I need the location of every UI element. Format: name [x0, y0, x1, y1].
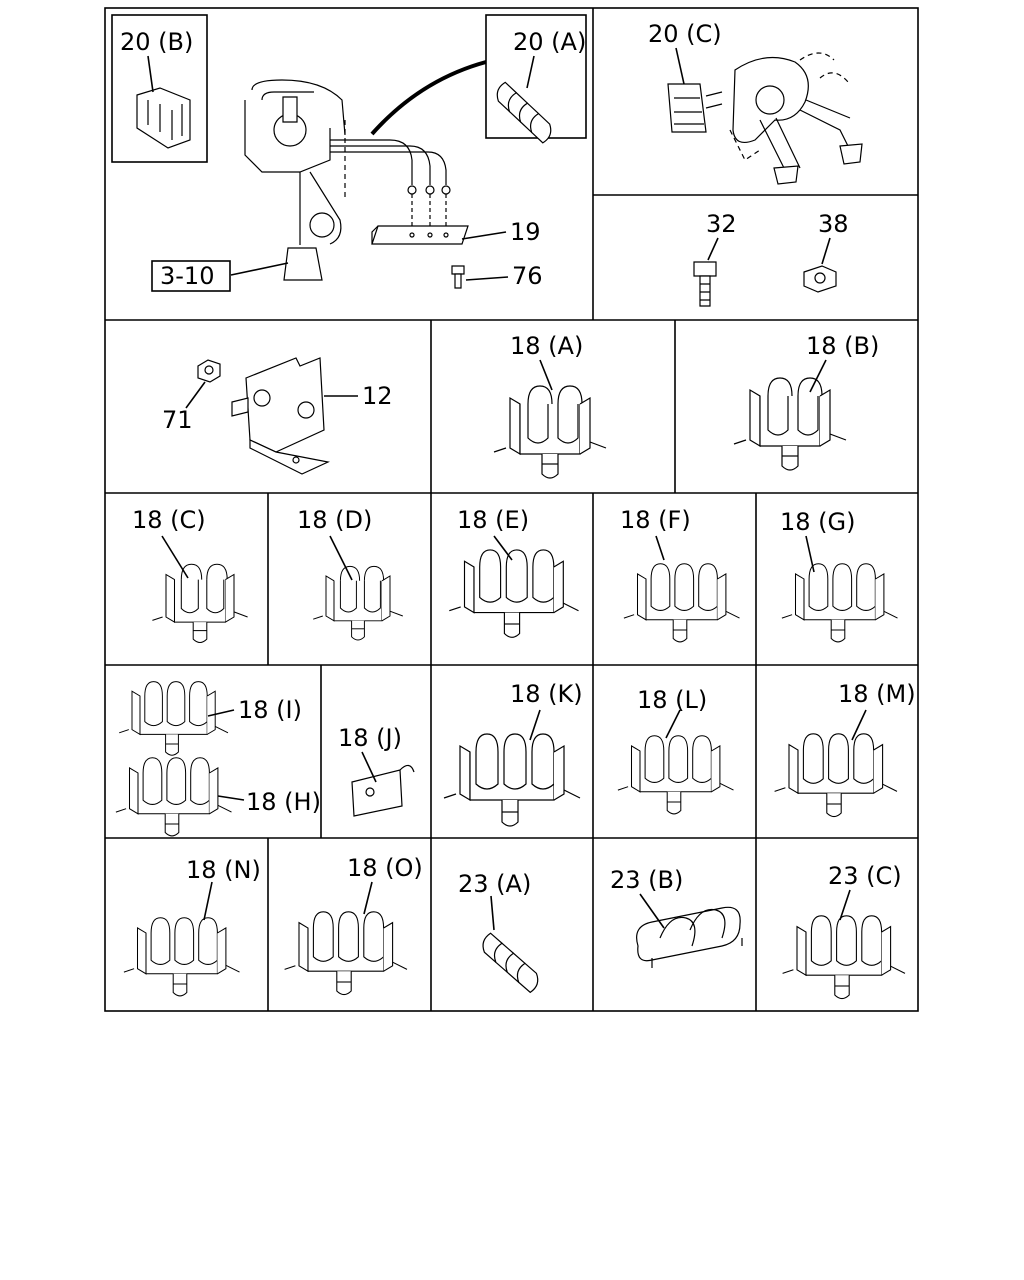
- clip-23a: [472, 931, 549, 995]
- clip-20c-assembly: [667, 47, 863, 185]
- clip-18o: [284, 911, 408, 996]
- label-18c: 18 (C): [132, 506, 206, 534]
- label-18m: 18 (M): [838, 680, 916, 708]
- grid-frames: [104, 7, 919, 1012]
- clip-18a: [493, 385, 607, 479]
- clip-18m: [774, 733, 898, 818]
- label-18g: 18 (G): [780, 508, 856, 536]
- callout-labels: 20 (B) 20 (A) 20 (C) 19 76 3-10 32 38 71…: [120, 20, 916, 898]
- label-23b: 23 (B): [610, 866, 683, 894]
- clip-18e: [448, 549, 580, 638]
- clip-18l: [617, 735, 735, 815]
- nut-71: [185, 359, 221, 409]
- clip-18k: [443, 733, 581, 827]
- label-71: 71: [162, 406, 193, 434]
- clip-18g: [781, 563, 899, 643]
- label-23c: 23 (C): [828, 862, 902, 890]
- clip-18c: [151, 563, 249, 644]
- bracket-12: [231, 357, 358, 475]
- label-18l: 18 (L): [637, 686, 707, 714]
- label-19: 19: [510, 218, 541, 246]
- label-18b: 18 (B): [806, 332, 879, 360]
- clip-18f: [623, 563, 741, 643]
- label-76: 76: [512, 262, 543, 290]
- label-18i: 18 (I): [238, 696, 302, 724]
- label-18j: 18 (J): [338, 724, 402, 752]
- label-20c: 20 (C): [648, 20, 722, 48]
- label-12: 12: [362, 382, 393, 410]
- label-18o: 18 (O): [347, 854, 423, 882]
- label-3-10: 3-10: [160, 262, 214, 290]
- label-23a: 23 (A): [458, 870, 531, 898]
- brake-pipe-assembly: [151, 60, 509, 292]
- label-20a: 20 (A): [513, 28, 586, 56]
- clip-18b: [733, 377, 847, 471]
- clip-18d: [312, 565, 404, 641]
- clip-18i: [118, 681, 229, 756]
- label-20b: 20 (B): [120, 28, 193, 56]
- label-18n: 18 (N): [186, 856, 261, 884]
- label-32: 32: [706, 210, 737, 238]
- label-18e: 18 (E): [457, 506, 529, 534]
- bolt-32: [693, 237, 719, 307]
- clip-23c: [782, 915, 906, 1000]
- clip-18j: [351, 751, 415, 817]
- nut-38: [803, 237, 837, 293]
- label-18a: 18 (A): [510, 332, 583, 360]
- label-18d: 18 (D): [297, 506, 372, 534]
- clip-18h: [115, 757, 233, 837]
- label-38: 38: [818, 210, 849, 238]
- label-18f: 18 (F): [620, 506, 691, 534]
- clip-23b: [636, 893, 743, 968]
- clip-20b: [136, 55, 191, 149]
- label-18h: 18 (H): [246, 788, 321, 816]
- label-18k: 18 (K): [510, 680, 583, 708]
- clip-18n: [123, 917, 241, 997]
- clip-20a: [485, 80, 563, 145]
